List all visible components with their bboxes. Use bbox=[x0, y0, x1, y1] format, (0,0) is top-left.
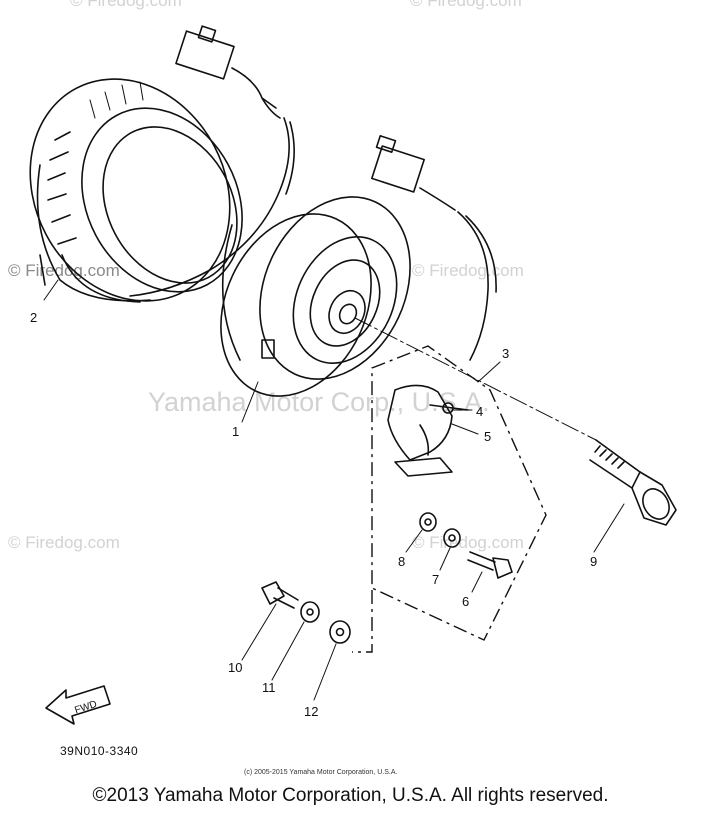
watermark-top-right: © Firedog.com bbox=[410, 0, 522, 10]
watermark-right: © Firedog.com bbox=[412, 261, 524, 280]
leader-lines bbox=[43, 279, 625, 701]
screw-part-6 bbox=[467, 551, 513, 579]
assembly-centerline bbox=[354, 317, 597, 441]
part-label-9: 9 bbox=[590, 554, 597, 569]
washer-part-8 bbox=[419, 512, 437, 532]
part-label-6: 6 bbox=[462, 594, 469, 609]
part-label-11: 11 bbox=[262, 680, 276, 695]
screw-part-10 bbox=[261, 581, 299, 609]
part-label-8: 8 bbox=[398, 554, 405, 569]
fwd-arrow-label: FWD bbox=[73, 699, 98, 717]
bolt-part-9 bbox=[589, 439, 677, 526]
part-label-10: 10 bbox=[228, 660, 242, 675]
washer-part-11 bbox=[300, 601, 320, 623]
watermark-bottom-right: © Firedog.com bbox=[412, 533, 524, 552]
part-label-12: 12 bbox=[304, 704, 318, 719]
rotor-part-1 bbox=[220, 196, 411, 397]
part-label-2: 2 bbox=[30, 310, 37, 325]
washer-part-7 bbox=[443, 528, 461, 548]
part-label-1: 1 bbox=[232, 424, 239, 439]
part-label-5: 5 bbox=[484, 429, 491, 444]
part-label-3: 3 bbox=[502, 346, 509, 361]
footer-copyright: ©2013 Yamaha Motor Corporation, U.S.A. A… bbox=[92, 785, 609, 806]
watermark-bottom-left: © Firedog.com bbox=[8, 533, 120, 552]
fwd-arrow-icon: FWD bbox=[45, 685, 111, 725]
pickup-assembly-part-3 bbox=[371, 345, 547, 641]
part-label-7: 7 bbox=[432, 572, 439, 587]
stator-wire-connector bbox=[129, 25, 295, 297]
part-label-4: 4 bbox=[476, 404, 483, 419]
watermark-top-left: © Firedog.com bbox=[70, 0, 182, 10]
pickup-wire-connector bbox=[371, 135, 497, 361]
watermark-left: © Firedog.com bbox=[8, 261, 120, 280]
fastener-group-bracket bbox=[352, 590, 373, 653]
watermark-center: Yamaha Motor Corp., U.S.A. bbox=[148, 387, 490, 417]
diagram-code: 39N010-3340 bbox=[60, 744, 138, 758]
washer-part-12 bbox=[329, 620, 351, 644]
small-copyright: (c) 2005-2015 Yamaha Motor Corporation, … bbox=[244, 769, 397, 776]
stator-coil-part-2 bbox=[29, 78, 243, 303]
